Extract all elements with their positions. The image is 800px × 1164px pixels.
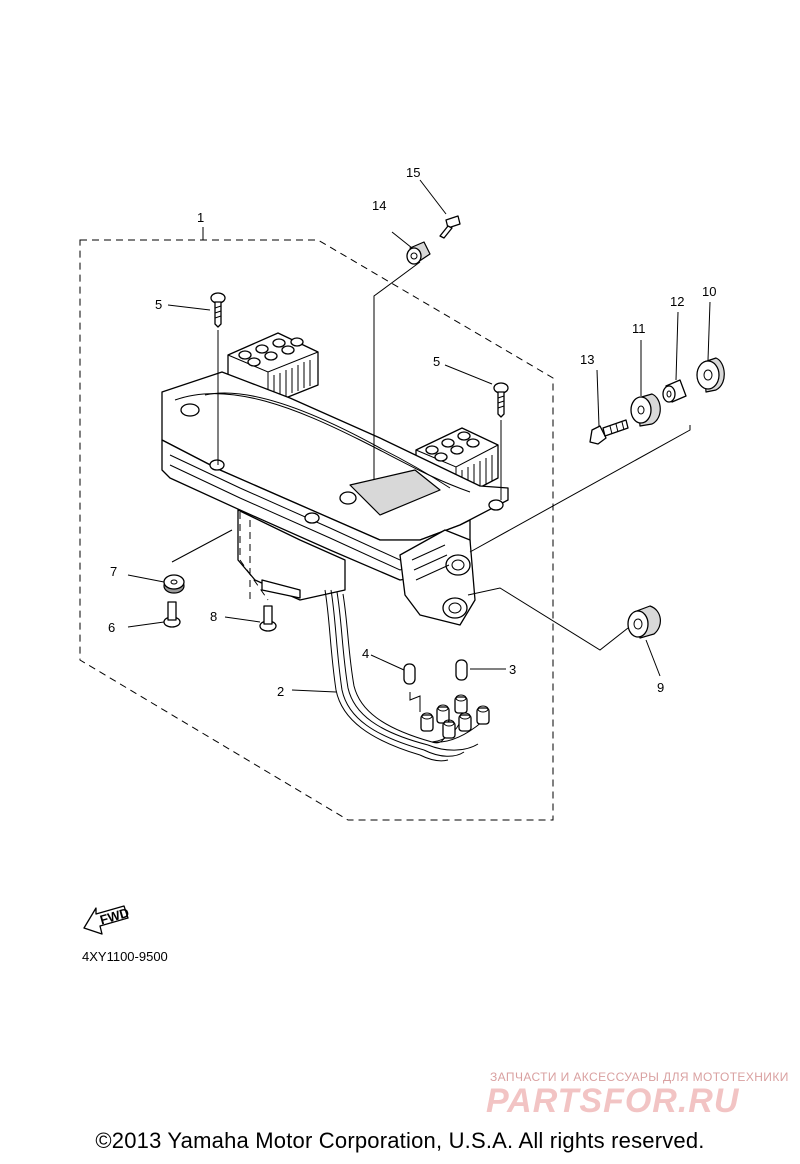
callout-10: 10	[702, 284, 716, 299]
callout-15: 15	[406, 165, 420, 180]
callout-3: 3	[509, 662, 516, 677]
watermark-tagline: ЗАПЧАСТИ И АКСЕССУАРЫ ДЛЯ МОТОТЕХНИКИ	[490, 1070, 789, 1084]
callout-4: 4	[362, 646, 369, 661]
callout-5b: 5	[433, 354, 440, 369]
callout-5a: 5	[155, 297, 162, 312]
callout-7: 7	[110, 564, 117, 579]
fwd-label: FWD	[98, 905, 131, 928]
callout-14: 14	[372, 198, 386, 213]
screw-15	[439, 215, 461, 239]
callout-1: 1	[197, 210, 204, 225]
watermark-brand: PARTSFOR.RU	[486, 1082, 740, 1120]
screw-5-right	[493, 382, 509, 418]
grommet-11	[630, 393, 661, 427]
fwd-arrow-icon: FWD	[83, 905, 131, 935]
callout-2: 2	[277, 684, 284, 699]
guide-lines	[239, 512, 269, 601]
wire-harness	[324, 589, 490, 762]
socket-14	[406, 241, 431, 265]
grommet-9	[627, 605, 661, 639]
callout-11: 11	[632, 321, 646, 336]
bolt-13	[589, 419, 629, 445]
damper-7	[163, 574, 185, 594]
screw-6	[163, 601, 181, 628]
callout-numbers: 1 2 3 4 5 5 6 7 8 9 10 11 12 13 14 15	[108, 165, 716, 699]
callout-13: 13	[580, 352, 594, 367]
bulb-4	[403, 663, 416, 685]
diagram-code: 4XY1100-9500	[82, 949, 168, 964]
callout-6: 6	[108, 620, 115, 635]
collar-12	[662, 379, 687, 403]
washer-10	[696, 357, 725, 393]
callout-12: 12	[670, 294, 684, 309]
callout-8: 8	[210, 609, 217, 624]
copyright-notice: ©2013 Yamaha Motor Corporation, U.S.A. A…	[95, 1128, 705, 1153]
leader-lines	[127, 179, 711, 693]
callout-9: 9	[657, 680, 664, 695]
screw-5-left	[210, 292, 226, 328]
bulb-3	[455, 659, 468, 681]
meter-assembly	[161, 332, 509, 626]
assembly-boundary	[79, 239, 554, 821]
screw-8	[259, 605, 277, 632]
